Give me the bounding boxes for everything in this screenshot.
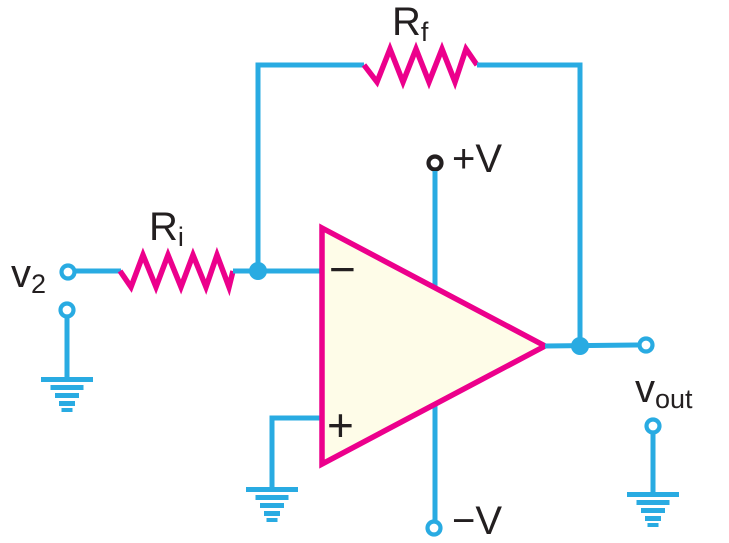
v2-ground-terminal — [58, 301, 76, 319]
input-source-label-sub: 2 — [31, 268, 47, 299]
input-source-label: v2 — [11, 252, 46, 300]
output-junction-dot — [571, 337, 589, 355]
output-label-main: v — [635, 367, 655, 411]
vout-ground-terminal — [644, 417, 662, 435]
negative-supply-label: −V — [452, 499, 503, 543]
positive-supply-terminal — [426, 154, 444, 172]
output-label-sub: out — [655, 383, 693, 414]
inverting-input-junction-dot — [249, 262, 267, 280]
negative-supply-terminal — [425, 519, 443, 537]
inverting-input-sign: − — [329, 243, 356, 295]
feedback-resistor-label-main: R — [392, 0, 421, 44]
positive-supply-label: +V — [452, 137, 503, 181]
noninverting-ground-wire — [269, 415, 322, 488]
output-label: vout — [635, 367, 693, 415]
input-source-label-main: v — [11, 252, 31, 296]
input-resistor-symbol — [117, 246, 236, 297]
feedback-wire-right — [477, 62, 583, 346]
input-resistor-label-main: R — [149, 205, 178, 249]
v2-terminal — [59, 263, 77, 281]
noninverting-ground-symbol — [246, 487, 298, 522]
feedback-wire-left — [255, 62, 364, 271]
input-resistor-label: Ri — [149, 205, 184, 253]
output-wire — [544, 342, 639, 349]
feedback-resistor-label: Rf — [392, 0, 428, 48]
vout-ground-symbol — [627, 492, 679, 527]
output-terminal — [637, 336, 655, 354]
noninverting-input-sign: + — [327, 399, 354, 451]
feedback-resistor-symbol — [361, 41, 480, 91]
opamp-triangle — [319, 223, 551, 469]
v2-ground-symbol — [41, 377, 93, 412]
feedback-resistor-label-sub: f — [420, 16, 429, 47]
input-resistor-label-sub: i — [177, 221, 184, 252]
